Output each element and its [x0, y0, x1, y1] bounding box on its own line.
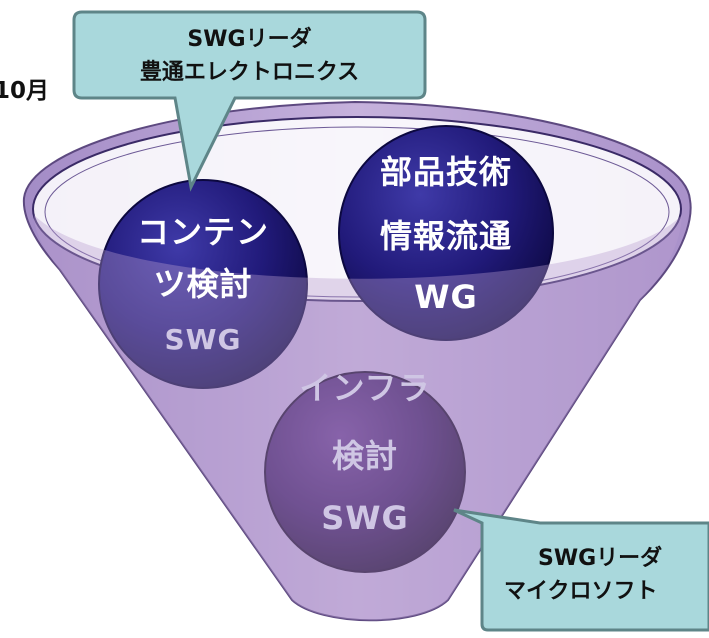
circle-infra-line1: インフラ: [299, 369, 431, 407]
callout-bottom-line2: マイクロソフト: [504, 579, 658, 604]
circle-infra-line2: 検討: [331, 437, 398, 475]
circle-parts-line1: 部品技術: [379, 153, 512, 191]
date-label: 10月: [0, 78, 50, 104]
callout-top-line2: 豊通エレクトロニクス: [139, 60, 360, 85]
circle-content: [98, 179, 308, 389]
circle-parts-line3: WG: [414, 278, 478, 316]
circle-content-line2: ツ検討: [153, 265, 253, 303]
circle-content-line1: コンテン: [136, 213, 269, 251]
callout-bottom-shape: [453, 508, 709, 632]
callout-top-shape: [72, 10, 427, 192]
circle-parts-info: [338, 125, 554, 341]
circle-parts-line2: 情報流通: [379, 217, 512, 255]
circle-content-line3: SWG: [164, 323, 242, 356]
callout-bottom-line1: SWGリーダ: [538, 546, 663, 571]
circle-infra: [264, 371, 466, 573]
funnel-front-wall: [34, 215, 682, 621]
circle-infra-line3: SWG: [321, 499, 409, 537]
funnel-rim-inner: [44, 126, 670, 298]
callout-top-line1: SWGリーダ: [187, 27, 312, 52]
